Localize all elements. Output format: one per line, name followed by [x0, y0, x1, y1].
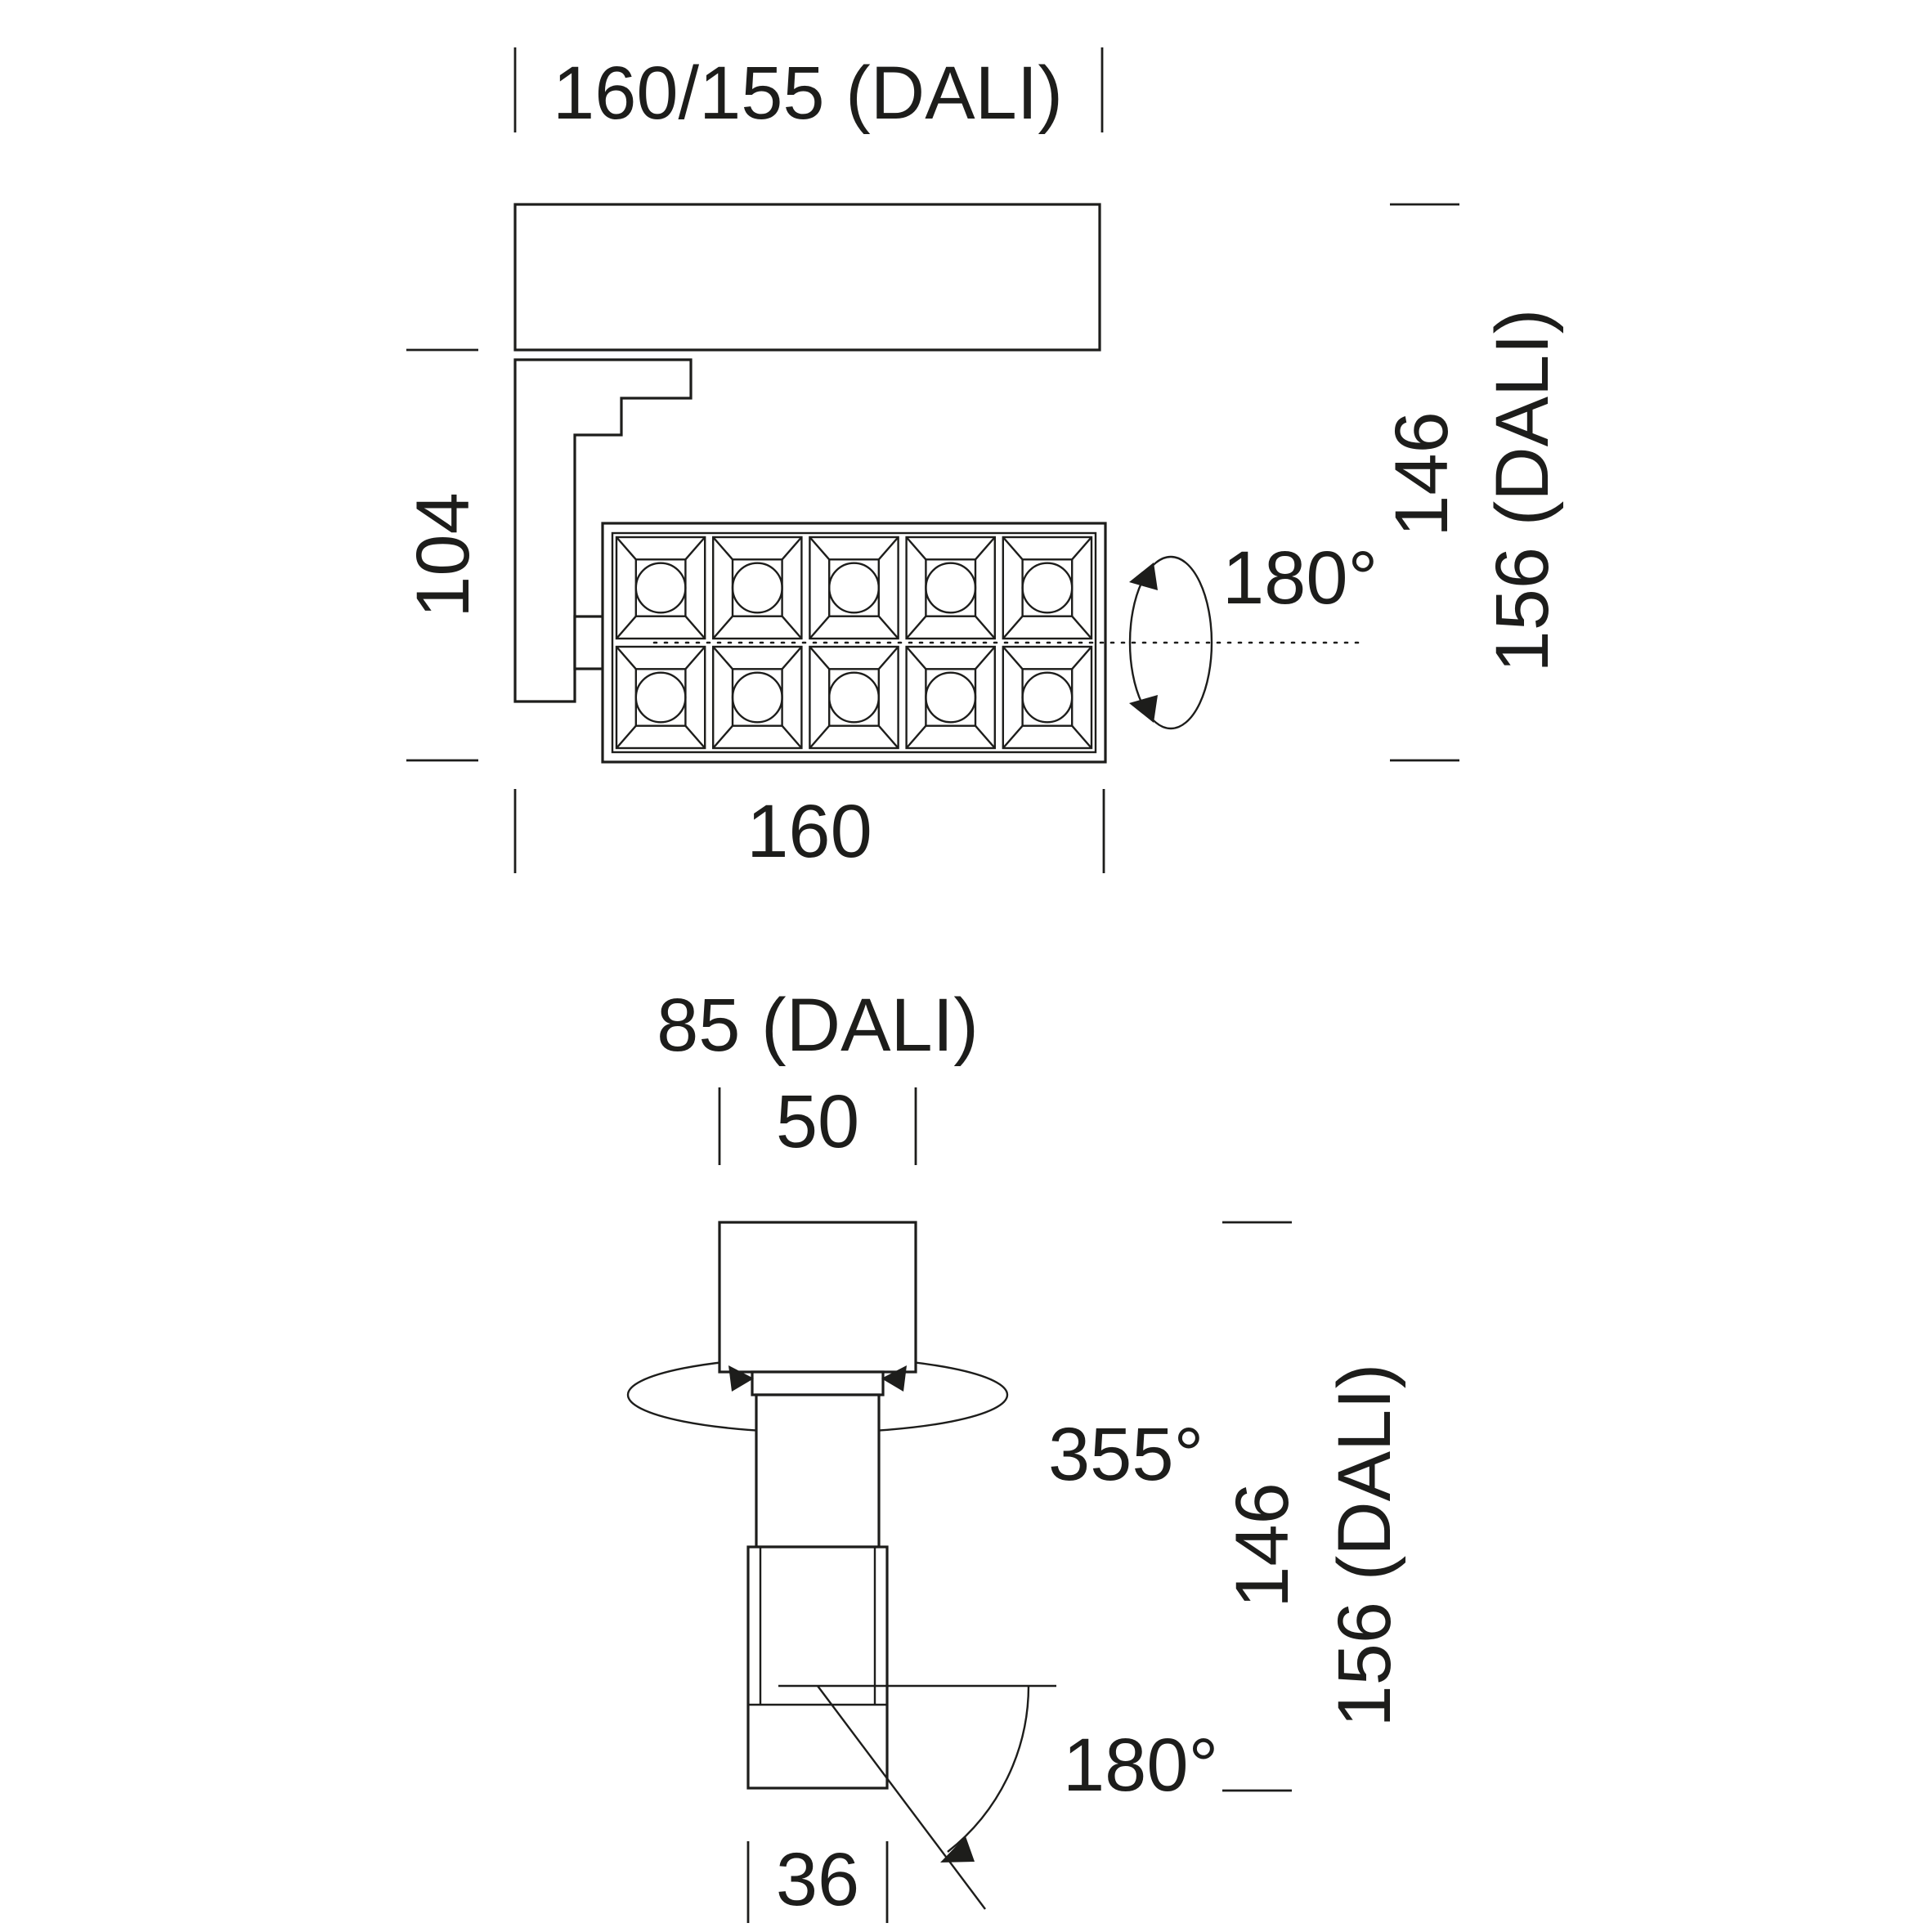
- led-cell-part: [925, 671, 977, 724]
- dim-label-height-left: 104: [401, 492, 485, 618]
- led-cell-part: [1002, 645, 1093, 750]
- led-cell-part: [616, 615, 637, 639]
- led-cell-part: [1002, 646, 1024, 670]
- led-cell-part: [809, 615, 831, 639]
- track-adapter: [718, 1221, 917, 1374]
- dim-label-width-top: 50: [776, 1080, 859, 1163]
- led-cell-part: [684, 536, 706, 561]
- dim-label-width-bottom: 36: [776, 1838, 859, 1921]
- led-cell-part: [877, 536, 899, 561]
- led-cell-part: [615, 645, 706, 750]
- led-cell-part: [1071, 724, 1092, 749]
- led-cell-part: [809, 536, 899, 640]
- tilt-angle-label: 180°: [1063, 1724, 1218, 1807]
- led-cell-part: [828, 671, 880, 724]
- dim-label-height-right: 146: [1380, 411, 1464, 537]
- rotation-arrow-up-icon: [1129, 563, 1158, 590]
- led-cell-part: [975, 724, 996, 749]
- led-cell-part: [1021, 671, 1074, 724]
- led-cell-part: [616, 724, 637, 749]
- led-cell-part: [616, 536, 637, 561]
- rotation-arrow-down-icon: [1129, 695, 1158, 723]
- led-cell-part: [634, 562, 687, 614]
- led-cell-part: [925, 562, 977, 614]
- led-cell-part: [905, 536, 996, 640]
- track-driver-box: [513, 203, 1101, 352]
- tilt-arrow-icon: [940, 1836, 975, 1863]
- led-cell-part: [905, 536, 927, 561]
- led-cell-part: [1071, 536, 1092, 561]
- rotation-ellipse: [1128, 555, 1213, 730]
- led-cell-part: [809, 646, 831, 670]
- mounting-arm: [513, 358, 693, 703]
- led-cell-part: [905, 645, 996, 750]
- led-grid: [615, 536, 1093, 750]
- led-cell-part: [809, 724, 831, 749]
- led-cell-part: [809, 536, 831, 561]
- dim-label-height-right-dali: 156 (DALI): [1481, 309, 1564, 673]
- rotation-arrow-left-icon: [728, 1365, 754, 1392]
- led-cell-part: [905, 724, 927, 749]
- led-cell-part: [616, 646, 637, 670]
- led-cell-part: [712, 615, 733, 639]
- led-cell-part: [781, 536, 803, 561]
- dim-label-width-bottom: 160: [746, 790, 872, 873]
- tilt-diagonal-line: [817, 1685, 986, 1910]
- led-cell-part: [1071, 615, 1092, 639]
- dim-label-width-dali: 85 (DALI): [657, 984, 979, 1067]
- dim-label-height-right-dali: 156 (DALI): [1323, 1364, 1406, 1728]
- led-cell-part: [877, 615, 899, 639]
- led-cell-part: [1071, 646, 1092, 670]
- led-cell-part: [828, 562, 880, 614]
- led-cell-part: [712, 724, 733, 749]
- led-cell-part: [877, 646, 899, 670]
- front-view: 85 (DALI) 50 355° 146 156 (DALI) 180° 36: [626, 984, 1406, 1923]
- led-cell-part: [1021, 562, 1074, 614]
- led-cell-part: [975, 536, 996, 561]
- led-cell-part: [781, 724, 803, 749]
- dim-label-height-right: 146: [1221, 1482, 1304, 1608]
- led-cell-part: [712, 645, 803, 750]
- body-stem: [755, 1393, 881, 1549]
- led-cell-part: [615, 536, 706, 640]
- led-cell-part: [975, 646, 996, 670]
- led-cell-part: [731, 671, 783, 724]
- led-cell-part: [905, 646, 927, 670]
- rotation-angle-label: 355°: [1048, 1413, 1204, 1496]
- led-cell-part: [731, 562, 783, 614]
- led-cell-part: [877, 724, 899, 749]
- rotation-arrow-right-icon: [881, 1365, 907, 1392]
- led-cell-part: [1002, 536, 1093, 640]
- rotation-angle-label: 180°: [1222, 536, 1378, 620]
- led-cell-part: [1002, 536, 1024, 561]
- pivot-hinge: [573, 615, 606, 670]
- tilt-arc: [947, 1685, 1030, 1853]
- top-view: 160/155 (DALI) 180° 104 160 146 156 (DAL…: [401, 47, 1564, 873]
- led-cell-part: [684, 615, 706, 639]
- led-cell-part: [684, 646, 706, 670]
- led-cell-part: [712, 646, 733, 670]
- led-cell-part: [975, 615, 996, 639]
- led-cell-part: [684, 724, 706, 749]
- led-cell-part: [712, 536, 733, 561]
- swivel-neck: [751, 1370, 885, 1396]
- led-cell-part: [809, 645, 899, 750]
- led-cell-part: [781, 646, 803, 670]
- led-cell-part: [712, 536, 803, 640]
- dim-label-width-top: 160/155 (DALI): [553, 52, 1063, 135]
- led-cell-part: [905, 615, 927, 639]
- led-cell-part: [781, 615, 803, 639]
- led-cell-part: [1002, 724, 1024, 749]
- led-cell-part: [634, 671, 687, 724]
- led-cell-part: [1002, 615, 1024, 639]
